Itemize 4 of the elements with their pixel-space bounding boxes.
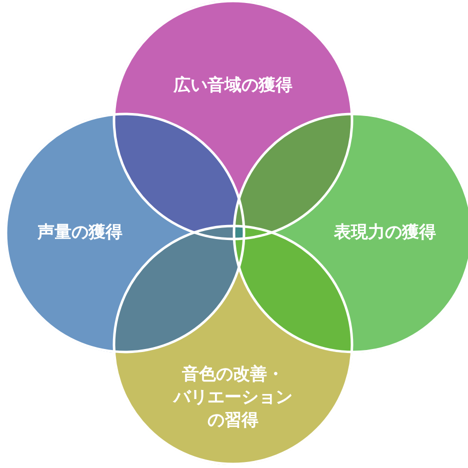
circle-label: 声量の獲得 xyxy=(38,222,122,244)
circle-label: 広い音域の獲得 xyxy=(174,74,292,98)
circle-label: 表現力の獲得 xyxy=(334,222,436,244)
circle-label: 音色の改善・バリエーションの習得 xyxy=(174,364,292,432)
